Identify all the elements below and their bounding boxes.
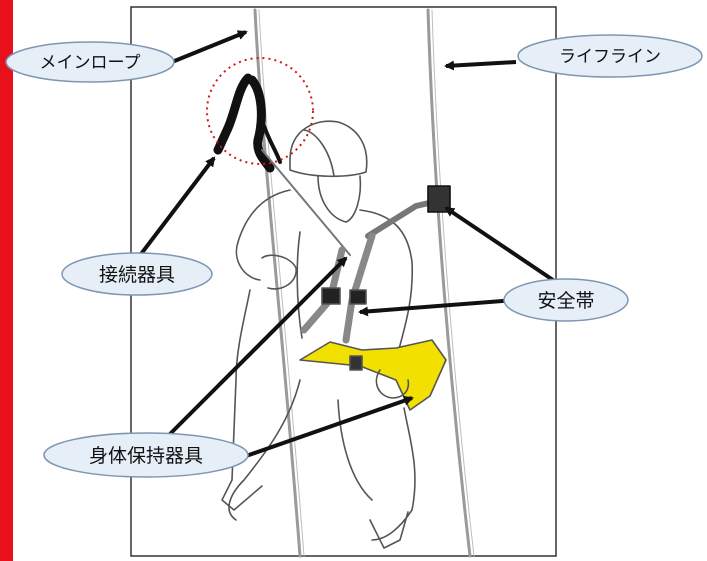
- arrow-lifeline: [444, 60, 517, 71]
- connector-device: [213, 73, 275, 173]
- label-lifeline: ライフライン: [517, 34, 703, 78]
- label-connector: 接続器具: [61, 252, 213, 296]
- label-safety-belt: 安全帯: [503, 278, 629, 322]
- arrow-connector: [136, 156, 216, 260]
- worker-illustration: [213, 8, 475, 558]
- left-edge-bar: [0, 0, 13, 561]
- label-connector-text: 接続器具: [99, 264, 175, 286]
- label-safety-belt-text: 安全帯: [537, 290, 594, 312]
- main-rope-line: [253, 8, 302, 558]
- label-lifeline-text: ライフライン: [559, 47, 661, 67]
- connector-highlight-circle: [206, 57, 314, 165]
- arrow-body-holder-2: [245, 395, 414, 458]
- lifeline-line: [426, 8, 472, 558]
- seat-board: [299, 339, 447, 411]
- arrow-main-rope: [171, 30, 248, 64]
- label-body-holder-text: 身体保持器具: [89, 445, 203, 467]
- arrow-body-holder-1: [168, 256, 348, 436]
- callout-arrows: [136, 30, 558, 458]
- arrow-safety-belt-2: [358, 298, 517, 317]
- label-main-rope-text: メインロープ: [40, 53, 141, 73]
- label-main-rope: メインロープ: [5, 41, 175, 83]
- arrow-safety-belt-1: [444, 206, 558, 284]
- label-body-holder: 身体保持器具: [43, 432, 249, 478]
